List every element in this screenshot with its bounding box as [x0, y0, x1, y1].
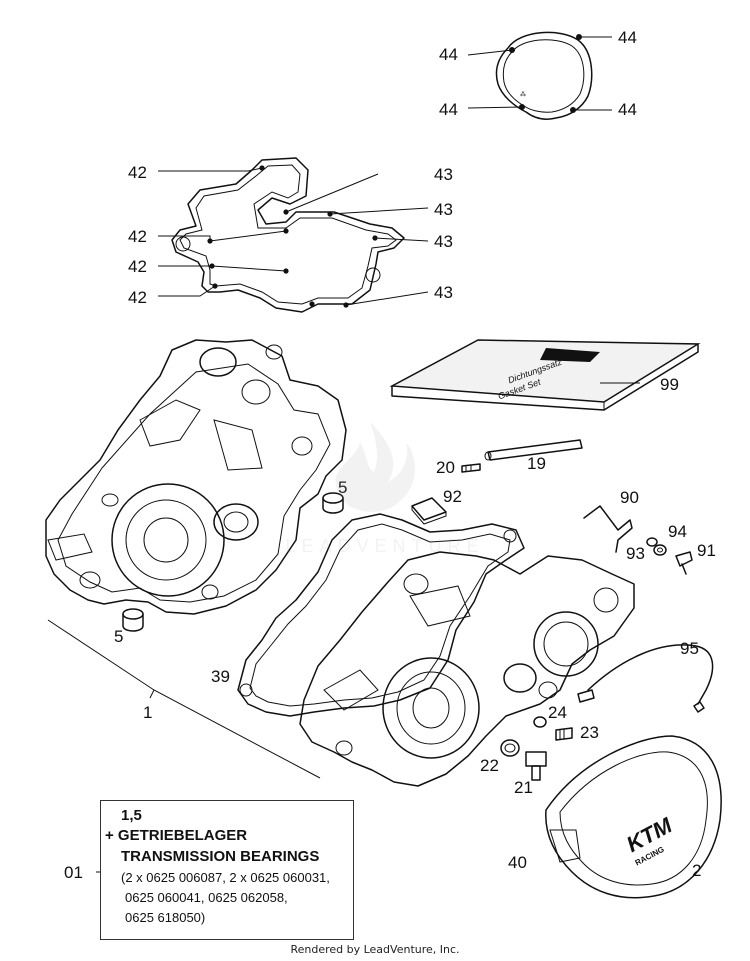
callout-23: 23	[580, 723, 599, 742]
watermark: LEADVENTURE	[285, 422, 484, 556]
callout-44-bottom-left: 44	[439, 100, 458, 119]
note-line-2: + GETRIEBELAGER	[105, 827, 248, 844]
drain-plug-21	[525, 751, 547, 781]
center-crankcase-gasket	[237, 513, 525, 717]
callout-5-upper: 5	[338, 478, 347, 497]
note-line-6: 0625 618050)	[125, 910, 206, 925]
dowel-sleeve-upper	[322, 492, 344, 514]
callout-44-bottom-right: 44	[618, 100, 637, 119]
callout-92: 92	[443, 487, 462, 506]
callout-01: 01	[64, 863, 83, 882]
callout-91: 91	[697, 541, 716, 560]
callout-5-lower: 5	[114, 627, 123, 646]
part-1-bracket	[47, 619, 321, 779]
seal-ring-24	[533, 716, 547, 728]
callout-43-c: 43	[434, 232, 453, 251]
callout-44-top-left: 44	[439, 45, 458, 64]
left-crankcase-half	[45, 339, 347, 615]
callout-24: 24	[548, 703, 567, 722]
callout-39: 39	[211, 667, 230, 686]
svg-text:⁂: ⁂	[520, 92, 526, 98]
vent-hose	[484, 439, 583, 461]
washer-93	[646, 537, 658, 547]
spring-clip	[583, 505, 633, 553]
right-crankcase-half	[299, 551, 635, 787]
callout-2: 2	[692, 861, 701, 880]
watermark-text: LEADVENTURE	[285, 536, 484, 556]
callout-44-top-right: 44	[618, 28, 637, 47]
note-line-1: 1,5	[121, 807, 142, 824]
callout-93: 93	[626, 544, 645, 563]
callout-42-c: 42	[128, 257, 147, 276]
callout-43-b: 43	[434, 200, 453, 219]
filter-pad	[411, 497, 447, 525]
callout-22: 22	[480, 756, 499, 775]
gasket-set-package: Dichtungssatz Gasket Set	[389, 339, 701, 411]
callout-21: 21	[514, 778, 533, 797]
seal-ring-22	[500, 739, 520, 757]
hose-nipple	[461, 463, 481, 473]
dowel-sleeve-lower	[122, 608, 144, 632]
note-line-5: 0625 060041, 0625 062058,	[125, 890, 288, 905]
callout-20: 20	[436, 458, 455, 477]
callout-90: 90	[620, 488, 639, 507]
callout-43-a: 43	[434, 165, 453, 184]
callout-leaders-42-43	[158, 167, 429, 306]
callout-99: 99	[660, 375, 679, 394]
part-01-note-box: 1,5 + GETRIEBELAGER TRANSMISSION BEARING…	[100, 800, 354, 940]
note-line-3: TRANSMISSION BEARINGS	[121, 848, 320, 865]
callout-42-b: 42	[128, 227, 147, 246]
callout-95: 95	[680, 639, 699, 658]
callout-43-d: 43	[434, 283, 453, 302]
callout-42-a: 42	[128, 163, 147, 182]
callout-leaders-44	[467, 36, 612, 111]
callout-labels: 44 44 44 44 42 42 42 42 43 43 43 43 99 5…	[64, 28, 716, 882]
ignition-cover-gasket: ⁂	[495, 31, 593, 120]
render-credit: Rendered by LeadVenture, Inc.	[290, 943, 460, 956]
callout-42-d: 42	[128, 288, 147, 307]
screw-23	[555, 727, 573, 741]
washer-94	[653, 544, 667, 556]
callout-94: 94	[668, 522, 687, 541]
crankcase-gasket	[171, 157, 405, 313]
bolt-91	[675, 551, 693, 575]
callout-40: 40	[508, 853, 527, 872]
callout-19: 19	[527, 454, 546, 473]
callout-1: 1	[143, 703, 152, 722]
ground-cable	[577, 644, 714, 713]
note-line-4: (2 x 0625 006087, 2 x 0625 060031,	[121, 870, 330, 885]
